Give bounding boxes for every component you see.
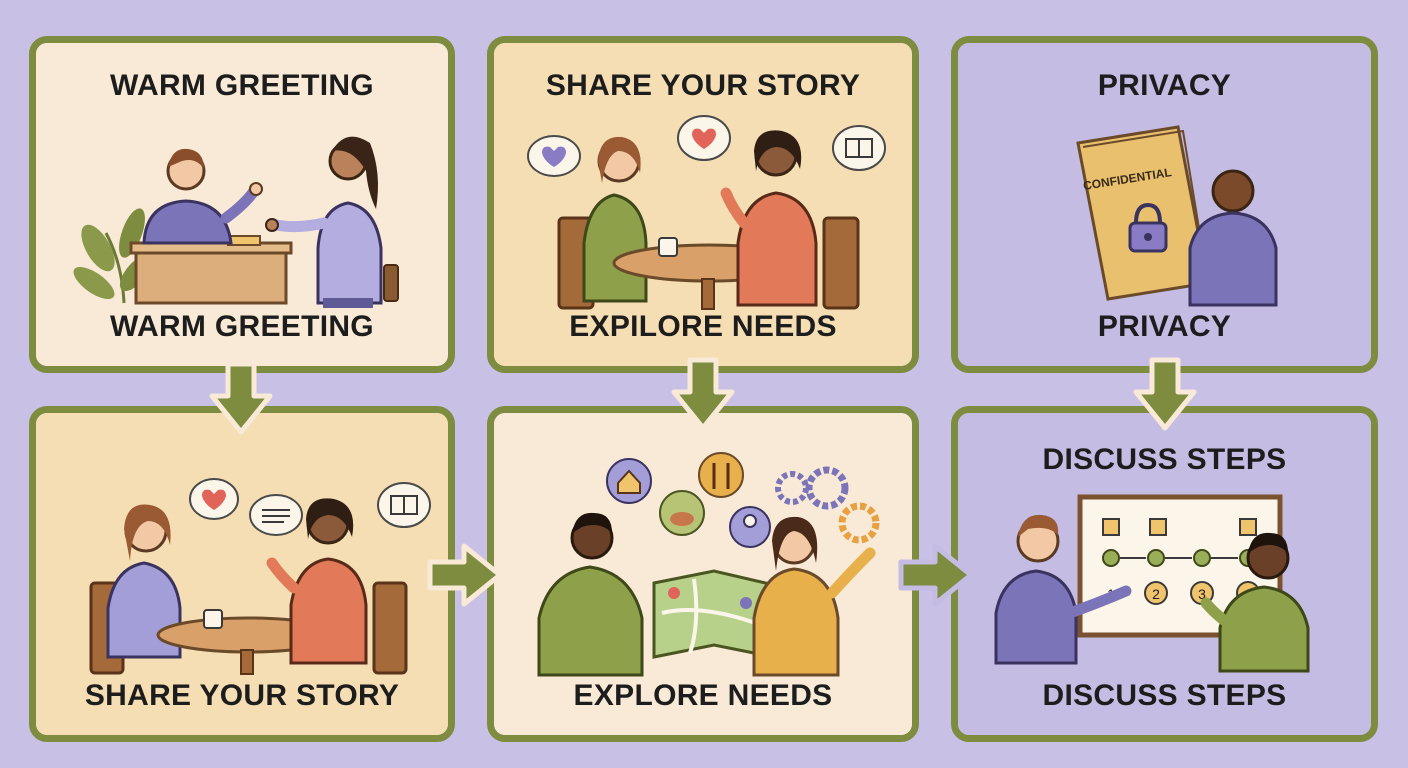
heart-bubble-icon bbox=[527, 135, 581, 177]
panel-warm-greeting: WARM GREETING bbox=[29, 36, 455, 373]
woman-listening-person bbox=[582, 136, 648, 303]
explore-needs-illustration bbox=[537, 452, 880, 677]
arrow-right-icon bbox=[427, 543, 503, 607]
receptionist-person bbox=[142, 148, 263, 245]
share-story-illustration bbox=[89, 478, 431, 675]
healthcare-bubble-icon bbox=[729, 506, 771, 548]
book-bubble-icon bbox=[832, 125, 886, 171]
panel-top-label: PRIVACY bbox=[1097, 69, 1232, 102]
panel-top-label: DISCUSS STEPS bbox=[1042, 443, 1287, 476]
panel-bottom-label: EXPILORE NEEDS bbox=[569, 310, 837, 343]
man-person bbox=[537, 512, 644, 677]
heart-bubble-icon bbox=[677, 115, 731, 161]
panel-top-label: WARM GREETING bbox=[110, 69, 374, 102]
visitor-person bbox=[265, 136, 399, 308]
panel-bottom-label: WARM GREETING bbox=[110, 310, 374, 343]
share-story-illustration bbox=[527, 115, 886, 310]
whiteboard-icon: 1 2 3 4 bbox=[1077, 494, 1283, 638]
panel-privacy: PRIVACY CONFIDENTIAL PRIVACY bbox=[951, 36, 1378, 373]
food-bubble-icon bbox=[659, 490, 705, 536]
panel-top-label: SHARE YOUR STORY bbox=[545, 69, 861, 102]
person-back-view bbox=[1188, 169, 1278, 307]
panel-bottom-label: EXPLORE NEEDS bbox=[573, 679, 833, 712]
woman-person bbox=[994, 514, 1132, 665]
panel-share-story: SHARE YOUR STORY bbox=[29, 406, 455, 742]
privacy-illustration: CONFIDENTIAL bbox=[1076, 125, 1278, 307]
step-number: 2 bbox=[1152, 586, 1160, 602]
panel-explore-needs: EXPLORE NEEDS bbox=[487, 406, 919, 742]
woman-speaking-person bbox=[266, 498, 368, 665]
panel-bottom-label: SHARE YOUR STORY bbox=[84, 679, 400, 712]
reception-desk bbox=[129, 235, 293, 305]
woman-speaking-person bbox=[720, 130, 818, 307]
text-bubble-icon bbox=[249, 494, 303, 536]
panel-bottom-label: DISCUSS STEPS bbox=[1042, 679, 1287, 712]
step-number: 3 bbox=[1198, 586, 1206, 602]
man-person bbox=[1200, 532, 1310, 673]
woman-person bbox=[752, 516, 876, 677]
gear-icon bbox=[775, 466, 880, 544]
panel-discuss-steps: DISCUSS STEPS 1 2 3 4 bbox=[951, 406, 1378, 742]
arrow-down-icon bbox=[1133, 357, 1197, 431]
book-bubble-icon bbox=[377, 482, 431, 528]
arrow-down-icon bbox=[209, 361, 273, 435]
arrow-right-icon bbox=[898, 543, 974, 607]
fork-knife-bubble-icon bbox=[698, 452, 744, 498]
panel-bottom-label: PRIVACY bbox=[1097, 310, 1232, 343]
discuss-steps-illustration: 1 2 3 4 bbox=[994, 494, 1310, 673]
heart-bubble-icon bbox=[189, 478, 239, 520]
panel-share-story-top: SHARE YOUR STORY bbox=[487, 36, 919, 373]
arrow-down-icon bbox=[671, 357, 735, 431]
home-bubble-icon bbox=[606, 458, 652, 504]
greeting-illustration bbox=[73, 136, 399, 308]
